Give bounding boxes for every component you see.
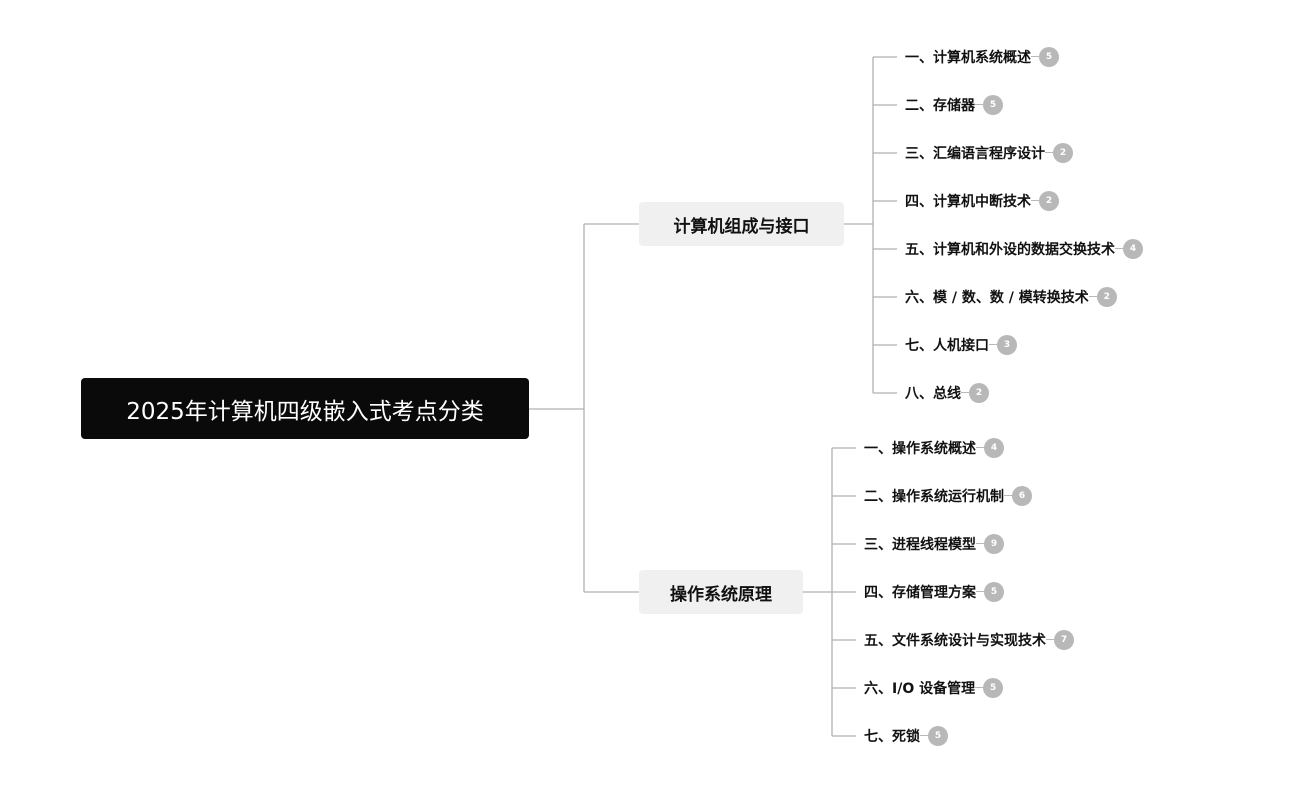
branch-topic-operating-system[interactable]: 操作系统原理 xyxy=(639,570,803,614)
topic-count-badge: 2 xyxy=(1088,287,1117,307)
branch-topic-computer-organization[interactable]: 计算机组成与接口 xyxy=(639,202,844,246)
topic-count-badge: 5 xyxy=(975,678,1004,698)
subtopic-label: 一、计算机系统概述 xyxy=(905,50,1031,66)
subtopic-label: 三、进程线程模型 xyxy=(864,537,976,553)
subtopic-label: 四、计算机中断技术 xyxy=(905,194,1031,210)
topic-count-badge: 4 xyxy=(1115,239,1143,259)
topic-count-badge: 4 xyxy=(976,438,1004,458)
topic-count-badge: 2 xyxy=(1031,191,1059,211)
subtopic-label: 六、I/O 设备管理 xyxy=(864,681,976,697)
topic-count-badge: 2 xyxy=(961,383,989,403)
root-topic[interactable]: 2025年计算机四级嵌入式考点分类 xyxy=(81,378,529,439)
subtopic-label: 八、总线 xyxy=(905,386,961,402)
topic-count-badge: 6 xyxy=(1004,486,1032,506)
branch-topic-label: 操作系统原理 xyxy=(670,584,772,605)
topic-count-badge: 5 xyxy=(976,582,1004,602)
subtopic-label: 六、模 / 数、数 / 模转换技术 xyxy=(905,290,1089,306)
topic-count-badge: 5 xyxy=(920,726,948,746)
subtopic-label: 四、存储管理方案 xyxy=(864,585,976,601)
topic-count-badge: 9 xyxy=(976,534,1004,554)
subtopic-label: 七、人机接口 xyxy=(905,338,989,354)
topic-count-badge: 3 xyxy=(989,335,1017,355)
subtopic-label: 五、计算机和外设的数据交换技术 xyxy=(905,242,1115,258)
subtopic-label: 一、操作系统概述 xyxy=(864,441,976,457)
subtopic-label: 七、死锁 xyxy=(864,729,920,745)
topic-count-badge: 5 xyxy=(1031,47,1059,67)
subtopic-label: 二、操作系统运行机制 xyxy=(864,489,1004,505)
topic-count-badge: 2 xyxy=(1045,143,1073,163)
subtopic-label: 二、存储器 xyxy=(905,98,975,114)
topic-count-badge: 7 xyxy=(1046,630,1074,650)
subtopic-label: 三、汇编语言程序设计 xyxy=(905,146,1045,162)
topic-count-badge: 5 xyxy=(975,95,1003,115)
branch-topic-label: 计算机组成与接口 xyxy=(673,216,810,237)
subtopic-label: 五、文件系统设计与实现技术 xyxy=(864,633,1046,649)
root-topic-label: 2025年计算机四级嵌入式考点分类 xyxy=(126,398,484,425)
